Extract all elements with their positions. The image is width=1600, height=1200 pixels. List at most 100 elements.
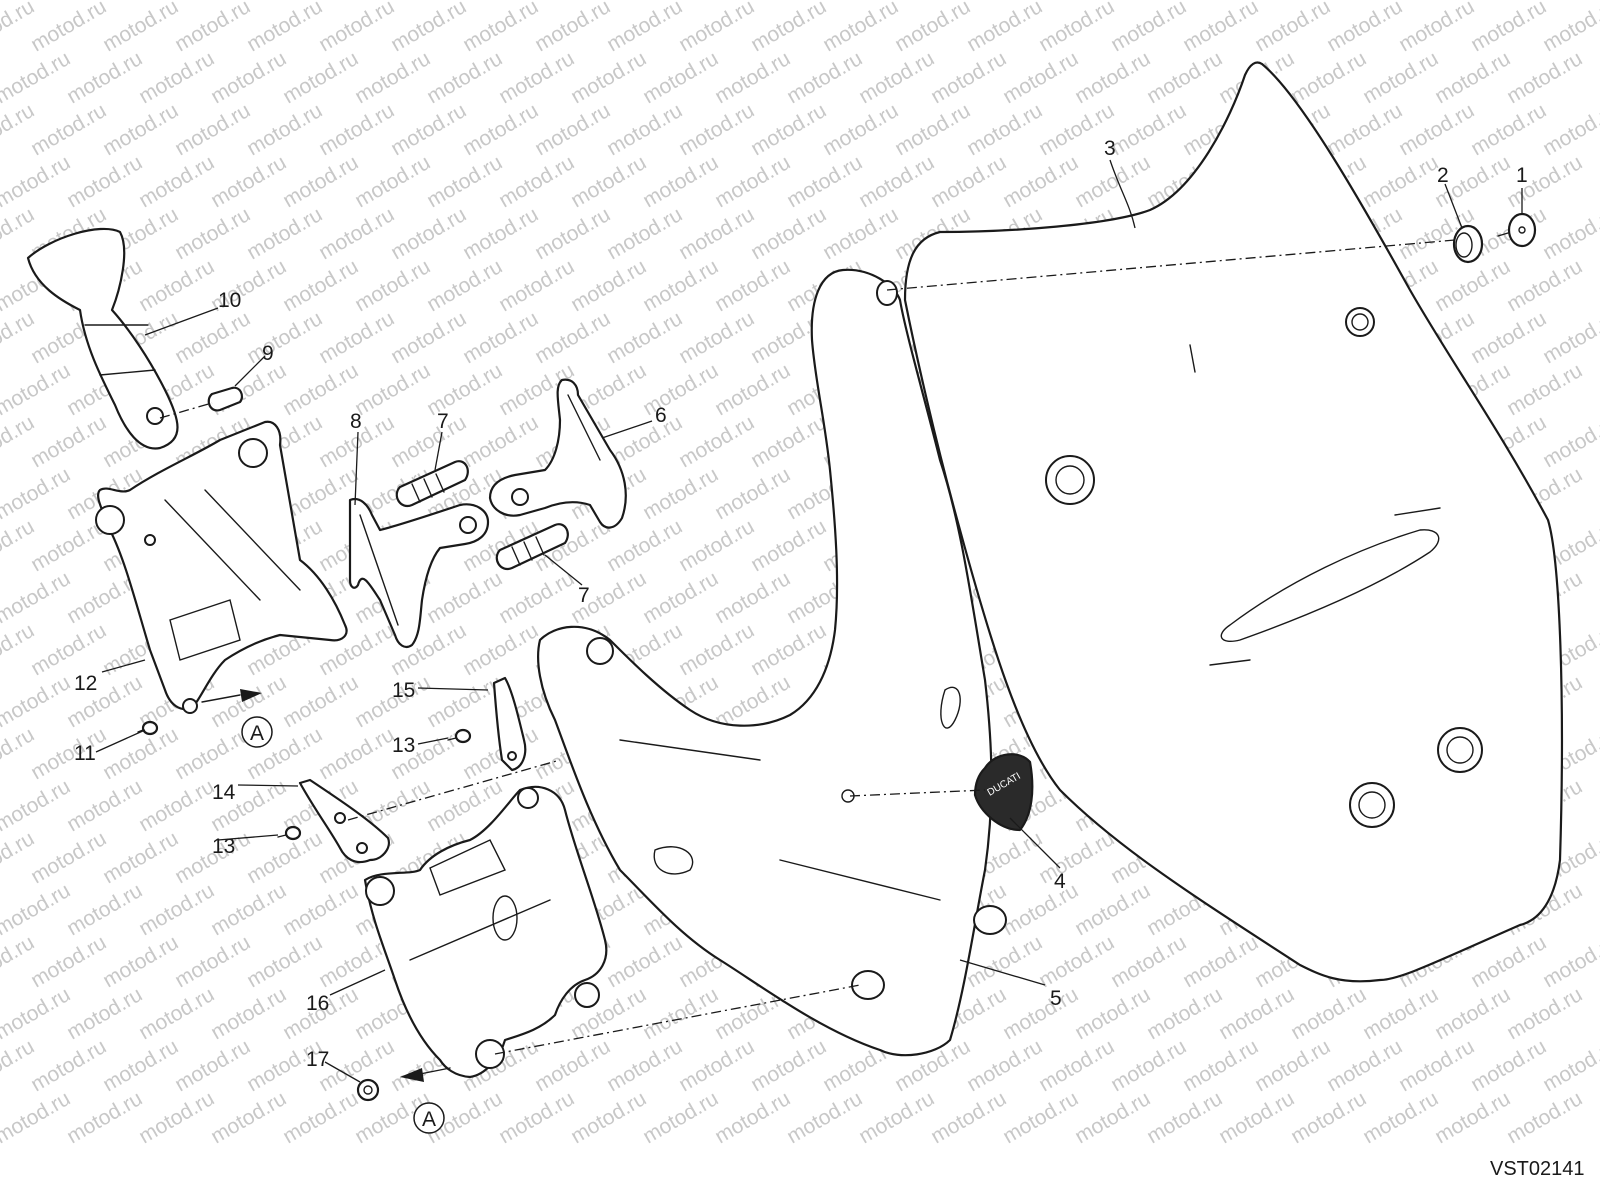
watermark-text: motod.ru (675, 411, 758, 472)
watermark-text: motod.ru (135, 879, 218, 940)
watermark-text: motod.ru (171, 307, 254, 368)
callout-3: 3 (1104, 137, 1116, 160)
watermark-text: motod.ru (495, 151, 578, 212)
watermark-text: motod.ru (603, 1035, 686, 1096)
watermark-text: motod.ru (747, 99, 830, 160)
watermark-text: motod.ru (63, 47, 146, 108)
watermark-text: motod.ru (747, 203, 830, 264)
watermark-text: motod.ru (1467, 99, 1550, 160)
watermark-text: motod.ru (207, 879, 290, 940)
part-5-windscreen-bracket (537, 268, 1007, 1057)
watermark-text: motod.ru (1503, 1087, 1586, 1148)
watermark-text: motod.ru (639, 983, 722, 1044)
watermark-text: motod.ru (1143, 47, 1226, 108)
watermark-text: motod.ru (531, 99, 614, 160)
watermark-text: motod.ru (1359, 151, 1442, 212)
watermark-text: motod.ru (0, 775, 74, 836)
watermark-text: motod.ru (1395, 0, 1478, 56)
watermark-text: motod.ru (783, 47, 866, 108)
watermark-text: motod.ru (1071, 879, 1154, 940)
watermark-text: motod.ru (747, 619, 830, 680)
watermark-text: motod.ru (99, 0, 182, 56)
watermark-text: motod.ru (0, 567, 74, 628)
watermark-text: motod.ru (423, 255, 506, 316)
watermark-text: motod.ru (675, 99, 758, 160)
part-7-spring-lower (495, 523, 569, 571)
watermark-text: motod.ru (63, 775, 146, 836)
watermark-text: motod.ru (711, 255, 794, 316)
watermark-text: motod.ru (675, 1035, 758, 1096)
watermark-text: motod.ru (1323, 0, 1406, 56)
watermark-text: motod.ru (279, 1087, 362, 1148)
watermark-text: motod.ru (63, 879, 146, 940)
part-6-hinge-plate (488, 378, 627, 529)
watermark-text: motod.ru (1539, 1035, 1600, 1096)
watermark-text: motod.ru (135, 983, 218, 1044)
watermark-text: motod.ru (243, 307, 326, 368)
watermark-text: motod.ru (963, 0, 1046, 56)
watermark-text: motod.ru (459, 203, 542, 264)
watermark-text: motod.ru (315, 0, 398, 56)
watermark-text: motod.ru (315, 203, 398, 264)
callout-13-upper: 13 (392, 734, 415, 757)
watermark-text: motod.ru (675, 619, 758, 680)
watermark-text: motod.ru (1287, 1087, 1370, 1148)
watermark-text: motod.ru (1143, 1087, 1226, 1148)
callout-4: 4 (1054, 870, 1066, 893)
watermark-text: motod.ru (711, 359, 794, 420)
watermark-text: motod.ru (1503, 983, 1586, 1044)
watermark-text: motod.ru (1395, 99, 1478, 160)
watermark-text: motod.ru (27, 723, 110, 784)
view-arrow-upper (201, 689, 262, 703)
watermark-text: motod.ru (207, 47, 290, 108)
watermark-text: motod.ru (531, 203, 614, 264)
part-10-handle (26, 227, 179, 450)
watermark-text: motod.ru (567, 255, 650, 316)
watermark-text: motod.ru (0, 983, 74, 1044)
callout-7-lower: 7 (578, 584, 590, 607)
watermark-text: motod.ru (1035, 1035, 1118, 1096)
watermark-text: motod.ru (1467, 307, 1550, 368)
watermark-text: motod.ru (1431, 1087, 1514, 1148)
watermark-text: motod.ru (963, 1035, 1046, 1096)
watermark-text: motod.ru (1179, 0, 1262, 56)
watermark-text: motod.ru (639, 359, 722, 420)
watermark-text: motod.ru (0, 671, 74, 732)
watermark-text: motod.ru (747, 0, 830, 56)
watermark-text: motod.ru (459, 619, 542, 680)
callout-13-lower: 13 (212, 835, 235, 858)
part-4-badge: DUCATI (973, 753, 1034, 832)
callout-17: 17 (306, 1048, 329, 1071)
watermark-text: motod.ru (495, 47, 578, 108)
watermark-text: motod.ru (1395, 1035, 1478, 1096)
part-14-bracket (298, 778, 390, 864)
watermark-text: motod.ru (855, 151, 938, 212)
watermark-text: motod.ru (639, 255, 722, 316)
watermark-text: motod.ru (279, 879, 362, 940)
watermark-text: motod.ru (423, 47, 506, 108)
watermark-text: motod.ru (999, 879, 1082, 940)
part-7-spring-upper (395, 460, 469, 508)
watermark-text: motod.ru (1107, 0, 1190, 56)
watermark-text: motod.ru (927, 151, 1010, 212)
watermark-text: motod.ru (243, 827, 326, 888)
watermark-text: motod.ru (135, 47, 218, 108)
watermark-text: motod.ru (675, 307, 758, 368)
watermark-text: motod.ru (459, 99, 542, 160)
watermark-text: motod.ru (243, 203, 326, 264)
view-arrow-lower (400, 1067, 451, 1082)
watermark-text: motod.ru (27, 827, 110, 888)
drawing-code: VST02141 (1490, 1158, 1585, 1180)
watermark-text: motod.ru (495, 1087, 578, 1148)
watermark-text: motod.ru (1143, 983, 1226, 1044)
watermark-text: motod.ru (171, 203, 254, 264)
watermark-text: motod.ru (531, 307, 614, 368)
watermark-text: motod.ru (999, 983, 1082, 1044)
watermark-text: motod.ru (315, 307, 398, 368)
watermark-text: motod.ru (99, 99, 182, 160)
callout-7-upper: 7 (437, 410, 449, 433)
watermark-text: motod.ru (1071, 151, 1154, 212)
watermark-text: motod.ru (351, 151, 434, 212)
watermark-text: motod.ru (1359, 47, 1442, 108)
callout-12: 12 (74, 672, 97, 695)
